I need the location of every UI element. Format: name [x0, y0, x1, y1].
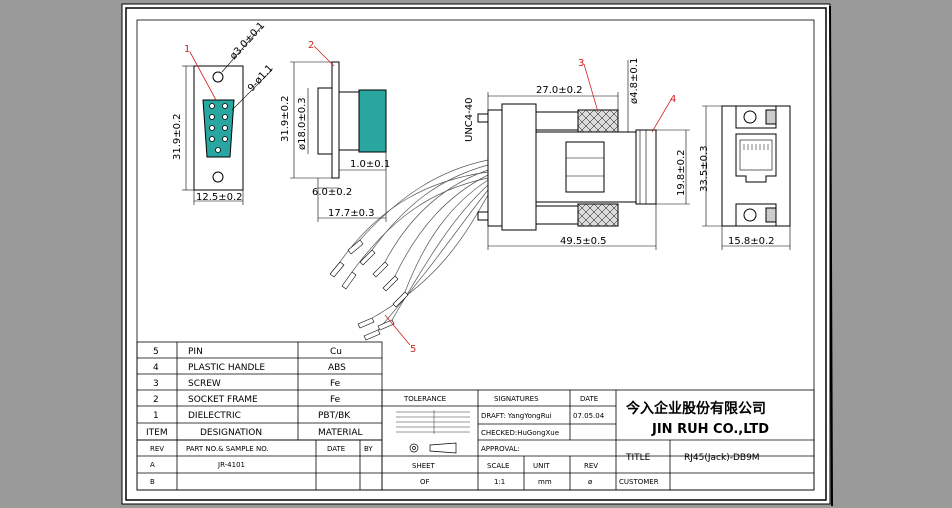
approval-text: APPROVAL: — [481, 445, 520, 453]
callout-5: 5 — [410, 344, 416, 355]
bom-header-material: MATERIAL — [318, 428, 363, 438]
front-view: 31.9±0.2 12.5±0.2 ø3.0±0.1 9-ø1.1 1 — [172, 20, 276, 205]
dim-screw-dia: ø4.8±0.1 — [629, 58, 640, 104]
dim-side-flange: 1.0±0.1 — [350, 159, 390, 170]
callout-4: 4 — [670, 94, 676, 105]
customer-label: CUSTOMER — [619, 478, 659, 486]
title-label: TITLE — [625, 453, 651, 463]
bom-item-4: 4 — [153, 363, 159, 373]
rev-header-part: PART NO.& SAMPLE NO. — [186, 445, 269, 453]
bom-item-2: 2 — [153, 395, 159, 405]
side-view: 31.9±0.2 ø18.0±0.3 1.0±0.1 6.0±0.2 17.7±… — [280, 40, 390, 222]
callout-2: 2 — [308, 40, 314, 51]
company-name-en: JIN RUH CO.,LTD — [651, 422, 769, 437]
bom-mat-1: PBT/BK — [318, 411, 351, 421]
dim-thread: UNC4-40 — [464, 98, 475, 142]
bom-mat-3: Fe — [330, 379, 341, 389]
dim-body-height: 19.8±0.2 — [676, 149, 687, 196]
rev-row-b: B — [150, 478, 155, 486]
rev-header-rev: REV — [150, 445, 164, 453]
draft-text: DRAFT: YangYongRui — [481, 412, 552, 420]
dim-side-length: 17.7±0.3 — [328, 208, 375, 219]
bom-item-1: 1 — [153, 411, 159, 421]
dim-side-height: 31.9±0.2 — [280, 95, 291, 142]
company-name-cn: 今入企业股份有限公司 — [625, 400, 766, 417]
unit-label: UNIT — [533, 462, 550, 470]
dim-front-width: 12.5±0.2 — [196, 192, 243, 203]
bom-des-5: PIN — [188, 347, 203, 357]
end-view: 33.5±0.3 15.8±0.2 — [699, 105, 791, 250]
bom-item-3: 3 — [153, 379, 159, 389]
bom-mat-2: Fe — [330, 395, 341, 405]
bom-mat-4: ABS — [328, 363, 346, 373]
dim-overall-length: 49.5±0.5 — [560, 236, 607, 247]
checked-text: CHECKED:HuGongXue — [481, 429, 559, 437]
dim-end-height: 33.5±0.3 — [699, 145, 710, 192]
unit-value: mm — [538, 478, 552, 486]
top-view: 5 27.0±0.2 ø4.8±0.1 UNC4-40 — [329, 58, 690, 355]
dim-end-width: 15.8±0.2 — [728, 236, 775, 247]
dielectric-face — [202, 99, 235, 158]
rev-row-a: A — [150, 461, 155, 469]
rev-value: ø — [588, 478, 593, 486]
bom-item-5: 5 — [153, 347, 159, 357]
projection-symbol-icon — [409, 442, 457, 454]
title-value: RJ45(Jack)-DB9M — [684, 453, 760, 463]
bom-des-2: SOCKET FRAME — [188, 395, 258, 405]
bom-des-3: SCREW — [188, 379, 221, 389]
bom-header-designation: DESIGNATION — [200, 428, 262, 438]
dim-side-thick: 6.0±0.2 — [312, 187, 352, 198]
bom-des-1: DIELECTRIC — [188, 411, 241, 421]
bom-header-item: ITEM — [146, 428, 168, 438]
rev-header-date: DATE — [327, 445, 345, 453]
rev-label: REV — [584, 462, 598, 470]
scale-value: 1:1 — [494, 478, 505, 486]
title-block: TOLERANCE SIGNATURES DATE DRAFT: YangYon… — [381, 389, 815, 491]
bom-des-4: PLASTIC HANDLE — [188, 363, 265, 373]
sheet-value: OF — [420, 478, 430, 486]
date-label: DATE — [580, 395, 598, 403]
callout-1: 1 — [184, 44, 190, 55]
sheet-label: SHEET — [412, 462, 436, 470]
draft-date: 07.05.04 — [573, 412, 605, 420]
tolerance-table-glyph — [396, 410, 470, 434]
scale-label: SCALE — [487, 462, 509, 470]
rev-row-a-part: JR-4101 — [217, 461, 245, 469]
signatures-label: SIGNATURES — [494, 395, 539, 403]
callout-3: 3 — [578, 58, 584, 69]
rev-header-by: BY — [364, 445, 373, 453]
dim-front-height: 31.9±0.2 — [172, 113, 183, 160]
tolerance-label: TOLERANCE — [403, 395, 446, 403]
bom-mat-5: Cu — [330, 347, 342, 357]
dim-side-dia: ø18.0±0.3 — [297, 97, 308, 150]
dim-top-span: 27.0±0.2 — [536, 85, 583, 96]
